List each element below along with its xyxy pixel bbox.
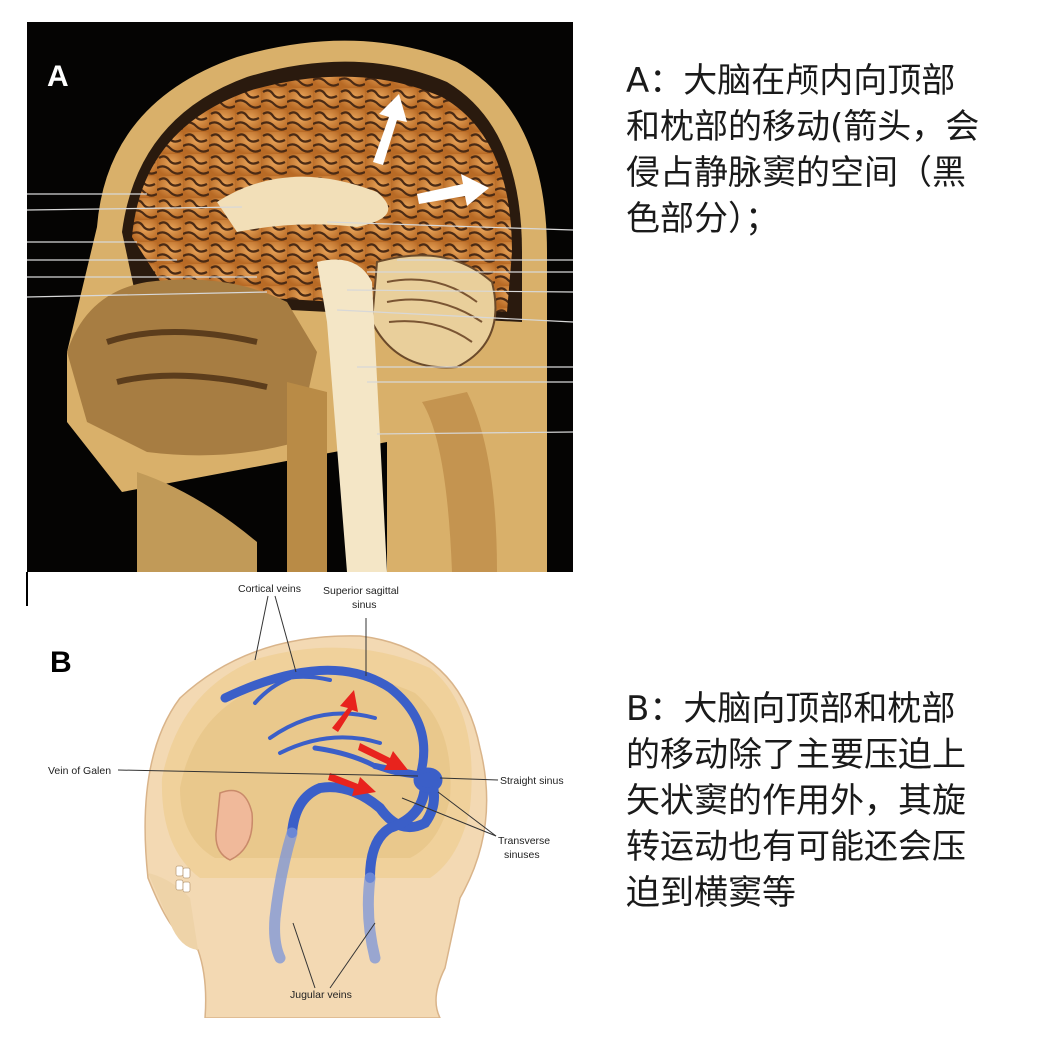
superior-sagittal-sinus [220,665,429,781]
label-transverse-2: sinuses [504,849,540,861]
panel-b-caption: B：大脑向顶部和枕部 的移动除了主要压迫上 矢状窦的作用外，其旋 转运动也有可能… [626,689,966,913]
red-arrow-down-1 [358,743,408,770]
upward-arrow [373,94,407,165]
label-jugular-veins: Jugular veins [290,989,352,1001]
red-arrow-down-2 [328,773,376,796]
rightward-arrow [417,174,489,206]
transverse-sinus [287,771,439,838]
panel-a-label: A [47,60,69,93]
label-superior-sagittal-2: sinus [352,599,377,611]
brainstem [317,259,387,572]
torcula [413,767,443,793]
cortical-vein-2 [273,674,332,683]
cortical-vein-3 [268,711,377,740]
teeth [175,865,191,893]
red-arrow-up [332,690,358,732]
label-transverse-1: Transverse [498,835,550,847]
panel-b-label: B [50,646,72,679]
venous-sinus-diagram: Cortical veins Superior sagittal sinus V… [30,578,590,1019]
label-cortical-veins: Cortical veins [238,583,301,595]
label-straight-sinus: Straight sinus [500,775,564,787]
ear [215,789,254,861]
jugular-vein-right [362,872,381,964]
panel-a-caption: A：大脑在颅内向顶部 和枕部的移动(箭头，会 侵占静脉窦的空间（黑 色部分）； [626,61,980,239]
red-arrows [328,690,408,796]
jugular-vein-left [269,827,298,964]
panel-a-edge-rule [26,572,28,606]
cerebellum [370,254,497,369]
sagittal-brain-photo [27,22,573,572]
face-region [67,279,317,456]
corpus-callosum [217,176,389,232]
label-vein-of-galen: Vein of Galen [48,765,111,777]
cortical-vein-4 [278,735,382,755]
label-superior-sagittal-1: Superior sagittal [323,585,399,597]
transverse-sinus-2 [365,778,430,883]
